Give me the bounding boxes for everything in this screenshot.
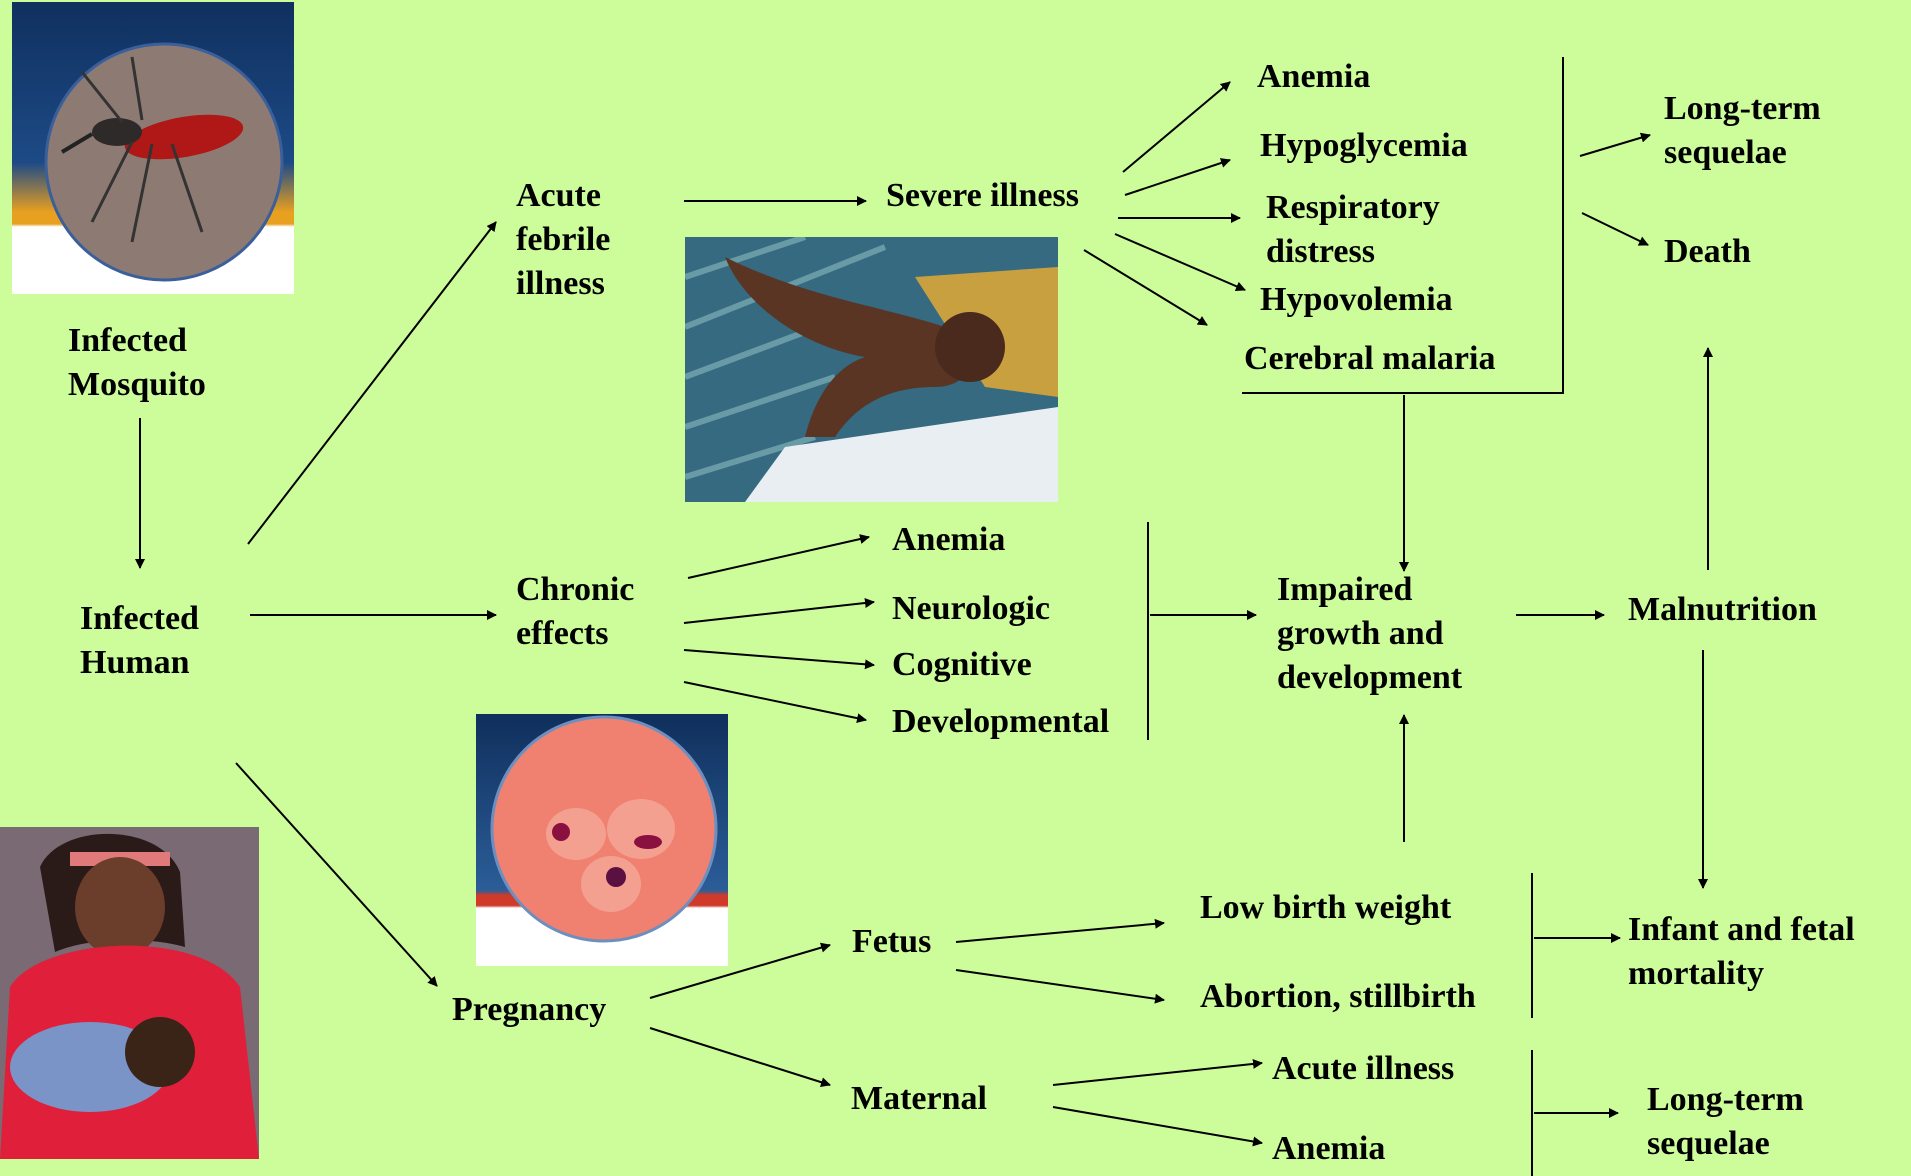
node-chronic-anemia: Anemia: [892, 518, 1005, 562]
node-death: Death: [1664, 230, 1751, 274]
mosquito-photo: [12, 2, 294, 294]
node-maternal-anemia: Anemia: [1272, 1127, 1385, 1171]
node-severe-illness: Severe illness: [886, 174, 1079, 218]
node-malnutrition: Malnutrition: [1628, 588, 1817, 632]
node-cerebral-malaria: Cerebral malaria: [1244, 337, 1495, 381]
node-hypoglycemia: Hypoglycemia: [1260, 124, 1468, 168]
arrow-severe-cerebral: [1084, 250, 1207, 325]
node-acute-febrile-illness: Acutefebrileillness: [516, 174, 610, 306]
node-infected-mosquito: InfectedMosquito: [68, 319, 206, 407]
arrow-severe-anemia: [1123, 82, 1230, 172]
arrow-fetus-lbw: [956, 923, 1164, 942]
arrow-human-pregnancy: [236, 763, 437, 986]
sick-child-photo: [685, 237, 1058, 502]
node-chronic-effects: Chroniceffects: [516, 568, 634, 656]
mother-infant-photo: [0, 827, 259, 1159]
node-impaired-growth: Impairedgrowth anddevelopment: [1277, 568, 1462, 700]
arrow-chronic-neurologic: [684, 602, 874, 623]
arrow-severe-long-term: [1580, 135, 1650, 156]
node-long-term-sequelae-bottom: Long-termsequelae: [1647, 1078, 1804, 1166]
node-infected-human: InfectedHuman: [80, 597, 199, 685]
node-developmental: Developmental: [892, 700, 1109, 744]
node-fetus: Fetus: [852, 920, 931, 964]
arrow-severe-hypoglycemia: [1125, 160, 1230, 195]
arrow-chronic-anemia: [688, 537, 869, 578]
node-infant-fetal-mortality: Infant and fetalmortality: [1628, 908, 1855, 996]
arrow-maternal-acute: [1053, 1063, 1262, 1085]
node-abortion-stillbirth: Abortion, stillbirth: [1200, 975, 1476, 1019]
blood-cell-icon: [476, 714, 728, 966]
arrow-severe-death: [1582, 213, 1648, 245]
node-maternal-acute-illness: Acute illness: [1272, 1047, 1454, 1091]
node-low-birth-weight: Low birth weight: [1200, 886, 1451, 930]
node-maternal: Maternal: [851, 1077, 987, 1121]
node-respiratory-distress: Respiratorydistress: [1266, 186, 1440, 274]
node-severe-anemia: Anemia: [1257, 55, 1370, 99]
node-neurologic: Neurologic: [892, 587, 1050, 631]
node-long-term-sequelae-top: Long-termsequelae: [1664, 87, 1821, 175]
blood-cell-photo: [476, 714, 728, 966]
arrow-chronic-cognitive: [684, 650, 874, 665]
mosquito-icon: [12, 2, 294, 294]
node-cognitive: Cognitive: [892, 643, 1032, 687]
sick-child-icon: [685, 237, 1058, 502]
node-pregnancy: Pregnancy: [452, 988, 606, 1032]
node-hypovolemia: Hypovolemia: [1260, 278, 1453, 322]
arrow-maternal-anemia: [1053, 1107, 1262, 1143]
arrow-fetus-abortion: [956, 970, 1164, 1000]
arrow-pregnancy-maternal: [650, 1028, 830, 1085]
mother-infant-icon: [0, 827, 259, 1159]
